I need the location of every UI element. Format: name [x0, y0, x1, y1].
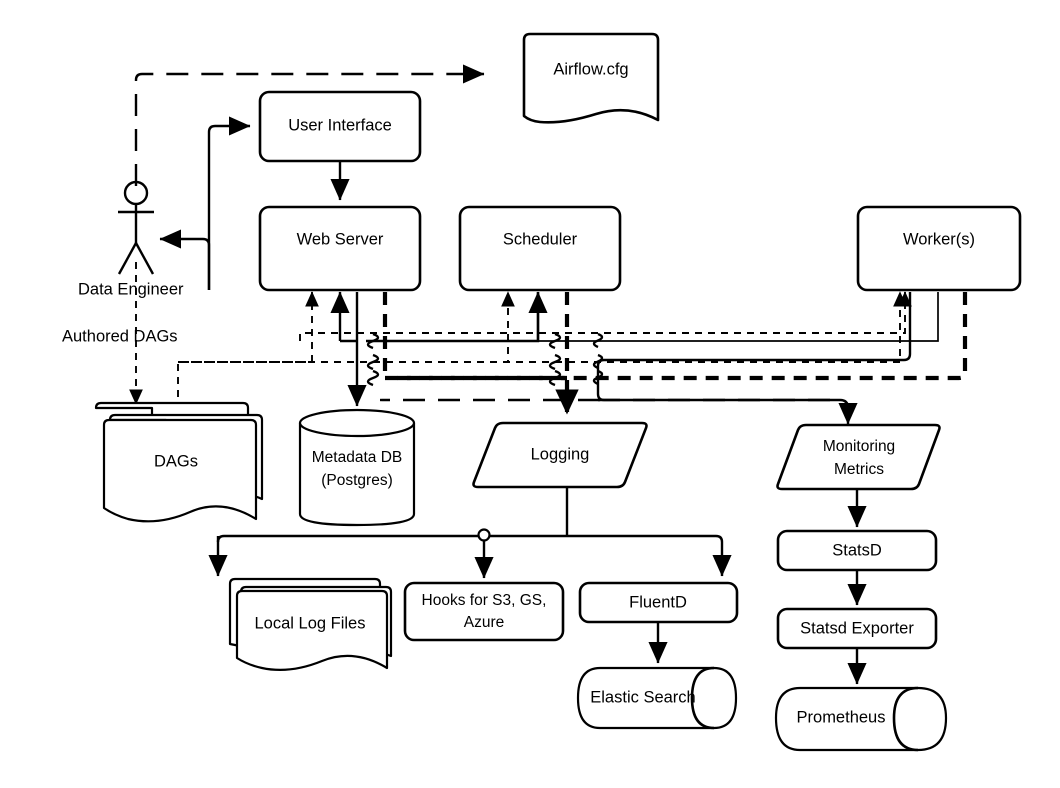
node-elastic-search[interactable]: Elastic Search	[576, 666, 738, 730]
node-dags[interactable]: DAGs	[94, 401, 264, 523]
node-workers-label: Worker(s)	[903, 230, 975, 248]
node-monitoring-metrics-label-1: Monitoring	[823, 438, 895, 455]
edge-components-to-monitoring	[380, 292, 912, 425]
node-monitoring-metrics-label-2: Metrics	[834, 461, 884, 478]
node-hooks-label-1: Hooks for S3, GS,	[422, 592, 547, 609]
node-web-server[interactable]: Web Server	[258, 205, 422, 292]
node-metadata-db-label-2: (Postgres)	[321, 472, 393, 489]
edge-engineer-to-config	[134, 64, 485, 186]
node-web-server-label: Web Server	[297, 230, 384, 248]
node-statsd-exporter[interactable]: Statsd Exporter	[776, 607, 938, 650]
edge-logging-children-bus	[208, 487, 732, 579]
node-logging[interactable]: Logging	[472, 421, 648, 489]
node-prometheus-label: Prometheus	[797, 708, 886, 726]
node-statsd-label: StatsD	[832, 541, 882, 559]
edge-dags-to-workers	[178, 291, 912, 363]
actor-data-engineer[interactable]	[117, 180, 155, 275]
edge-workers-to-logging	[391, 292, 968, 381]
edge-dags-to-web-server	[177, 291, 319, 410]
node-hooks-label-2: Azure	[464, 614, 505, 631]
node-user-interface-label: User Interface	[288, 116, 392, 134]
edge-metadata-db-to-web-server	[330, 291, 357, 343]
node-local-log-files[interactable]: Local Log Files	[228, 577, 393, 671]
node-fluentd[interactable]: FluentD	[578, 581, 739, 624]
node-prometheus[interactable]: Prometheus	[774, 686, 948, 752]
node-workers[interactable]: Worker(s)	[856, 205, 1022, 292]
node-hooks[interactable]: Hooks for S3, GS, Azure	[403, 581, 565, 642]
node-logging-label: Logging	[531, 445, 590, 463]
authored-dags-label: Authored DAGs	[62, 327, 178, 345]
node-elastic-search-label: Elastic Search	[590, 688, 695, 706]
node-metadata-db-label-1: Metadata DB	[312, 449, 402, 466]
node-metadata-db[interactable]: Metadata DB (Postgres)	[298, 408, 416, 527]
node-scheduler-label: Scheduler	[503, 230, 578, 248]
edge-engineer-to-user-interface	[159, 116, 251, 290]
line-hop-markers	[366, 332, 604, 387]
node-statsd[interactable]: StatsD	[776, 529, 938, 572]
node-dags-label: DAGs	[154, 452, 198, 470]
node-airflow-cfg[interactable]: Airflow.cfg	[522, 32, 660, 124]
node-fluentd-label: FluentD	[629, 593, 687, 611]
actor-label: Data Engineer	[78, 280, 184, 298]
node-statsd-exporter-label: Statsd Exporter	[800, 619, 914, 637]
node-user-interface[interactable]: User Interface	[258, 90, 422, 163]
edge-dags-to-scheduler	[178, 291, 515, 363]
node-local-log-files-label: Local Log Files	[255, 614, 366, 632]
node-airflow-cfg-label: Airflow.cfg	[553, 60, 628, 78]
node-scheduler[interactable]: Scheduler	[458, 205, 622, 292]
node-monitoring-metrics[interactable]: Monitoring Metrics	[776, 423, 941, 491]
